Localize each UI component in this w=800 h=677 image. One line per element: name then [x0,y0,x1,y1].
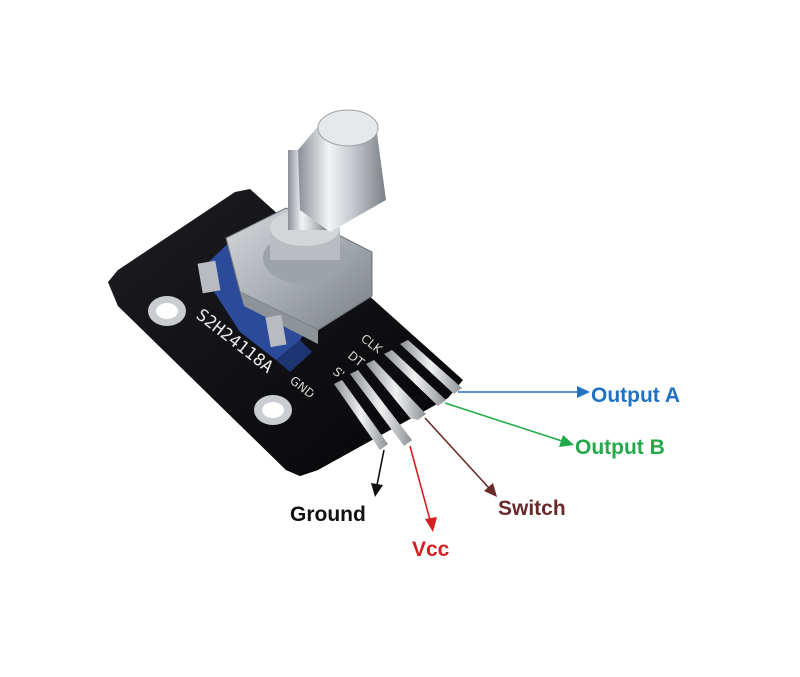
arrow-head-icon [484,483,497,497]
callout-vcc [409,445,437,532]
encoder-knob-top [317,109,379,147]
pin-clk [400,340,462,394]
arrow-head-icon [425,517,437,532]
mounting-hole-left [148,296,186,326]
arrow-head-icon [559,435,574,447]
encoder-component [197,109,386,372]
output-b-label: Output B [575,436,665,459]
encoder-tab-right [265,314,287,348]
pin-header [312,338,462,450]
encoder-tab-left [197,260,221,294]
callout-switch [424,417,497,497]
pin-vcc [350,370,412,446]
encoder-blue-side [276,340,312,372]
arrow-head-icon [371,483,383,497]
arrow-head-icon [577,386,590,398]
pin-dt [384,350,446,406]
callout-output-b [444,402,574,447]
pin-sw [366,360,426,420]
mounting-hole-right [254,395,292,425]
output-a-label: Output A [591,384,681,407]
pin-gnd [334,380,388,450]
encoder-knob [298,124,386,232]
vcc-label: Vcc [412,538,450,561]
ground-label: Ground [290,503,366,526]
callout-ground [371,449,385,497]
switch-label: Switch [498,497,566,520]
callout-output-a [458,386,590,398]
